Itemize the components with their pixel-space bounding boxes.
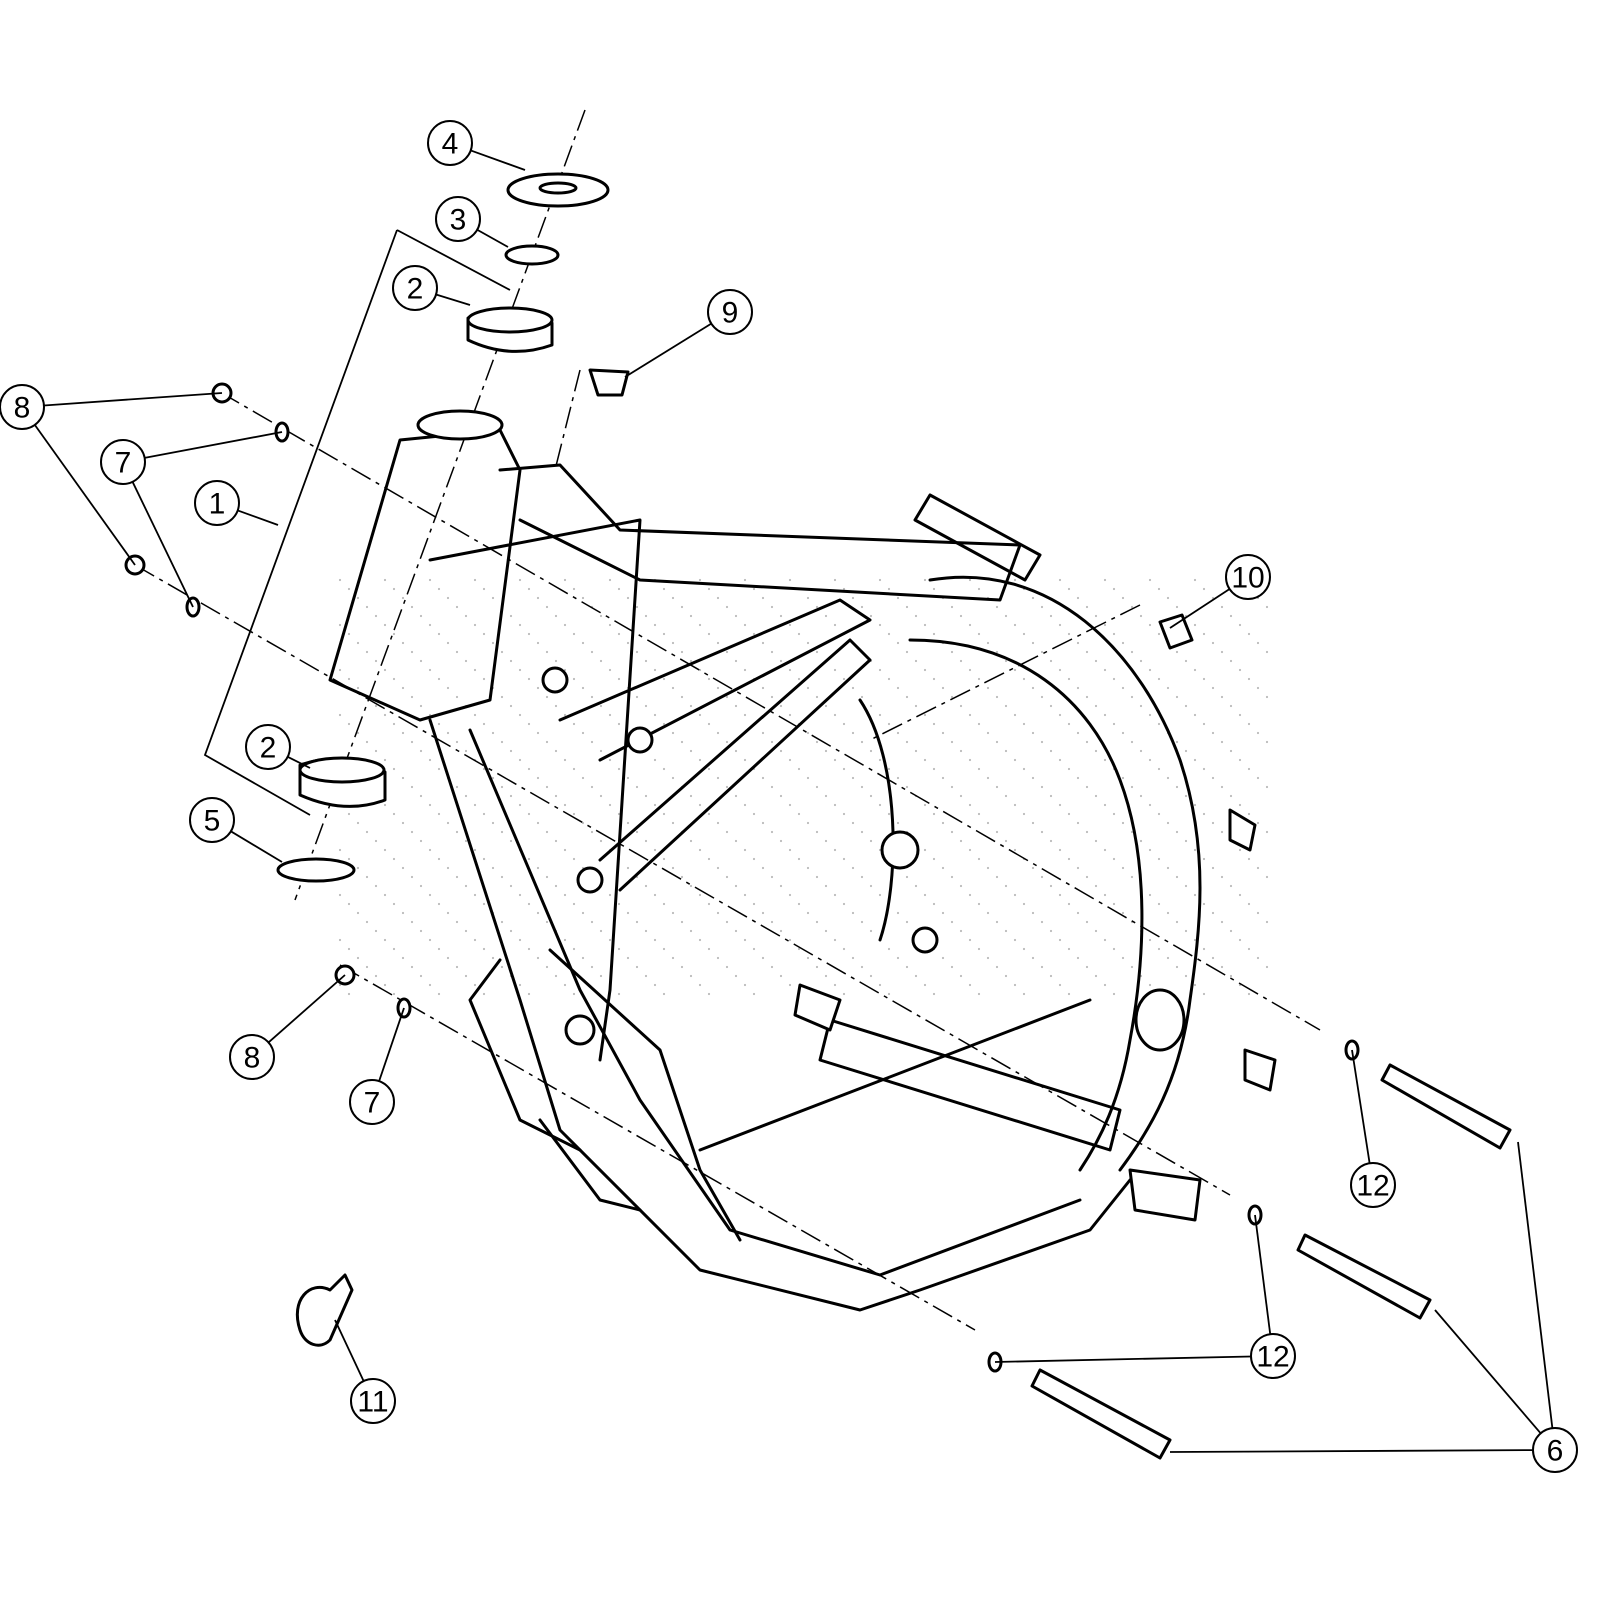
part-11-cable-tie [295, 1273, 354, 1347]
callout-11: 11 [350, 1378, 396, 1424]
callout-circle [1350, 1162, 1396, 1208]
callout-4: 4 [427, 120, 473, 166]
callout-label: 2 [407, 273, 424, 306]
leader-line-6 [1517, 1141, 1554, 1429]
callout-7: 7 [100, 439, 146, 485]
leader-line-6 [1434, 1309, 1542, 1434]
leader-line-12 [994, 1355, 1252, 1363]
callout-label: 12 [1356, 1170, 1389, 1203]
leader-line-12 [1254, 1214, 1272, 1335]
leader-line-2 [287, 756, 311, 769]
callout-label: 1 [209, 488, 226, 521]
assembly-bracket [203, 229, 511, 816]
leader-line-8 [34, 424, 136, 566]
leader-line-7 [144, 431, 283, 459]
leader-line-12 [1351, 1049, 1371, 1164]
part-6-bolts [1030, 1063, 1512, 1460]
callout-circle [194, 480, 240, 526]
callout-circle [350, 1378, 396, 1424]
callout-label: 7 [115, 447, 132, 480]
part-5-washer [276, 857, 356, 883]
callout-circle [392, 265, 438, 311]
callout-label: 3 [450, 204, 467, 237]
loose-parts [124, 172, 1512, 1460]
callout-label: 8 [244, 1042, 261, 1075]
callout-8: 8 [0, 384, 45, 430]
leader-line-3 [476, 228, 509, 248]
part-10-sleeve [1158, 613, 1194, 650]
leader-line-11 [334, 1319, 365, 1382]
leader-line-9 [624, 322, 712, 378]
callout-label: 8 [14, 392, 31, 425]
callout-label: 9 [722, 297, 739, 330]
callout-label: 5 [204, 805, 221, 838]
callout-label: 10 [1231, 562, 1264, 595]
leader-line-1 [237, 509, 279, 526]
callout-circle [435, 196, 481, 242]
leader-line-5 [230, 830, 283, 863]
leader-line-10 [1169, 588, 1231, 629]
callout-circle [1250, 1333, 1296, 1379]
callout-circle [100, 439, 146, 485]
callout-circle [1532, 1427, 1578, 1473]
watermark-dots [338, 578, 1269, 996]
leader-line-8 [43, 392, 223, 407]
callout-circle [229, 1034, 275, 1080]
callout-6: 6 [1532, 1427, 1578, 1473]
callout-7: 7 [349, 1079, 395, 1125]
callout-circle [245, 724, 291, 770]
callout-circle [0, 384, 45, 430]
callout-circle [1225, 554, 1271, 600]
callout-5: 5 [189, 797, 235, 843]
callout-8: 8 [229, 1034, 275, 1080]
callout-label: 7 [364, 1087, 381, 1120]
callout-12: 12 [1350, 1162, 1396, 1208]
callout-12: 12 [1250, 1333, 1296, 1379]
leader-line-6 [1169, 1449, 1534, 1453]
leader-line-7 [378, 1007, 405, 1082]
callout-circle [349, 1079, 395, 1125]
callout-label: 4 [442, 128, 459, 161]
leader-line-2 [435, 293, 471, 306]
callout-label: 12 [1256, 1341, 1289, 1374]
callout-circle [707, 289, 753, 335]
callout-label: 2 [260, 732, 277, 765]
leader-line-7 [131, 481, 194, 608]
callout-circle [427, 120, 473, 166]
callout-circle [189, 797, 235, 843]
leader-line-4 [470, 149, 526, 171]
leader-line-8 [267, 974, 346, 1044]
callout-1: 1 [194, 480, 240, 526]
frame [328, 409, 1277, 1312]
callout-9: 9 [707, 289, 753, 335]
callout-3: 3 [435, 196, 481, 242]
callout-2: 2 [392, 265, 438, 311]
part-3-ring [504, 244, 560, 266]
callout-label: 6 [1547, 1435, 1564, 1468]
callout-10: 10 [1225, 554, 1271, 600]
leader-lines [34, 149, 1554, 1453]
callout-2: 2 [245, 724, 291, 770]
part-8-nuts [124, 382, 356, 986]
callout-label: 11 [357, 1386, 388, 1419]
part-9-clip [588, 368, 630, 397]
